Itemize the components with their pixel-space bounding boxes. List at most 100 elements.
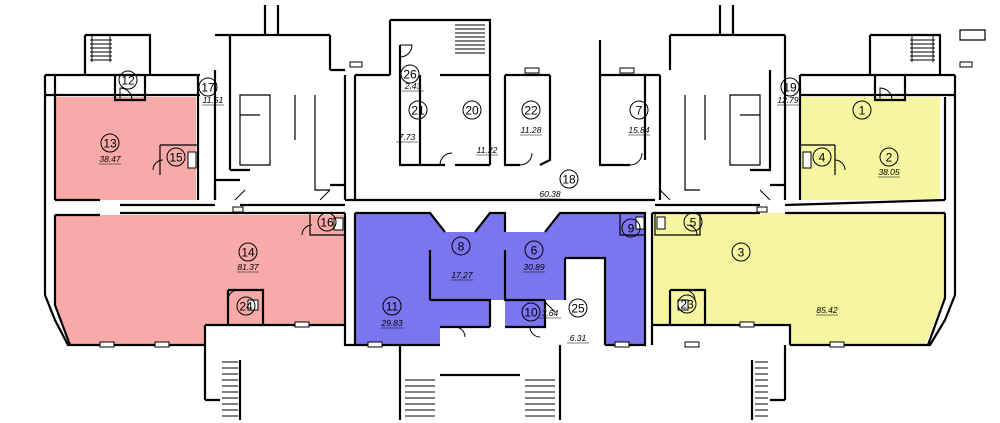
room-area: 85.42 [816,305,838,315]
unit-pink-fill-lower[interactable] [55,215,345,345]
room-6[interactable]: 630.89 [523,240,545,273]
room-25[interactable]: 256.31 [567,298,589,344]
room-21[interactable]: 217.73 [396,100,428,143]
room-number-circle [198,77,218,97]
stair-top-left [90,36,112,62]
room-number-circle [621,218,641,238]
stair-top-right [910,36,935,62]
toilet-icon [802,151,812,169]
room-number-circle [521,302,541,322]
room-number-circle [524,240,544,260]
room-number: 16 [320,216,334,230]
room-9[interactable]: 9 [621,218,641,238]
radiator-icon [739,321,755,328]
room-number: 18 [562,173,576,187]
room-24[interactable]: 24 [236,296,256,316]
stair-bottom-right [750,345,787,420]
room-area: 11.28 [521,125,542,135]
room-number: 8 [458,240,465,254]
room-12[interactable]: 12 [118,70,138,90]
room-number-circle [462,100,482,120]
unit-blue-fill[interactable] [355,213,645,345]
room-number: 21 [411,104,425,118]
room-number-circle [317,212,337,232]
room-number: 19 [783,81,797,95]
room-number: 14 [241,246,255,260]
room-area: 12.79 [777,95,799,105]
room-number: 20 [465,104,479,118]
radiator-icon [349,61,363,68]
room-number-circle [852,100,872,120]
room-area: 29.83 [380,318,403,328]
room-23[interactable]: 23 [677,294,697,314]
room-1[interactable]: 1 [852,100,872,120]
room-5[interactable]: 5 [683,212,703,232]
room-number: 26 [403,68,417,82]
room-area: 81.37 [237,262,259,272]
room-number: 25 [571,302,585,316]
room-area: 17.27 [451,270,473,280]
room-number-circle [408,100,428,120]
room-11[interactable]: 11 29.83 [380,296,403,329]
room-number-circle [731,242,751,262]
room-number-circle [166,147,186,167]
room-2[interactable]: 238.05 [878,147,900,178]
room-3[interactable]: 385.42 [731,242,838,316]
room-number-circle [629,100,649,120]
room-26[interactable]: 262.43 [400,64,424,92]
room-number-circle [238,242,258,262]
room-number: 12 [121,74,135,88]
room-13[interactable]: 13 38.47 [99,133,121,165]
room-area: 2.43 [404,81,422,91]
room-number-circle [236,296,256,316]
radiator-icon [294,321,310,328]
unit-yellow-fill-lower[interactable] [652,213,945,345]
stair-top-middle [455,24,485,54]
room-number: 10 [524,306,538,320]
radiator-icon [959,61,973,68]
room-number-circle [559,169,579,189]
room-number: 9 [628,222,635,236]
radiator-icon [232,206,244,213]
toilet-icon [333,217,344,231]
radiator-icon [756,206,768,213]
room-number: 5 [690,216,697,230]
room-4[interactable]: 4 [812,147,832,167]
room-area: 38.47 [99,154,121,164]
room-number: 1 [859,104,866,118]
room-16[interactable]: 16 [317,212,337,232]
radiator-icon [619,67,635,74]
room-area: 60.38 [539,189,561,199]
room-14[interactable]: 14 81.37 [237,242,259,273]
room-7[interactable]: 715.84 [628,100,650,136]
room-number-circle [568,298,588,318]
room-8[interactable]: 817.27 [451,236,473,281]
room-area: 11.51 [203,95,224,105]
room-number: 23 [680,298,694,312]
walls [43,5,986,347]
room-area: 30.89 [523,262,545,272]
toilet-icon [656,216,666,230]
doors [119,44,893,338]
room-15[interactable]: 15 [166,147,186,167]
room-number-circle [879,147,899,167]
room-number-circle [780,77,800,97]
room-number: 2 [886,151,893,165]
room-number-circle [100,133,120,153]
unit-pink-fill[interactable] [55,97,196,200]
room-number-circle [812,147,832,167]
room-number: 11 [386,300,399,314]
room-area: 11.22 [477,145,498,155]
room-number: 13 [103,137,117,151]
radiator-icon [684,341,700,348]
radiator-icon [829,341,845,348]
room-20[interactable]: 20 11.22 [462,100,498,156]
fixtures [99,61,973,348]
room-area: 38.05 [878,167,900,177]
stairs [90,24,935,420]
